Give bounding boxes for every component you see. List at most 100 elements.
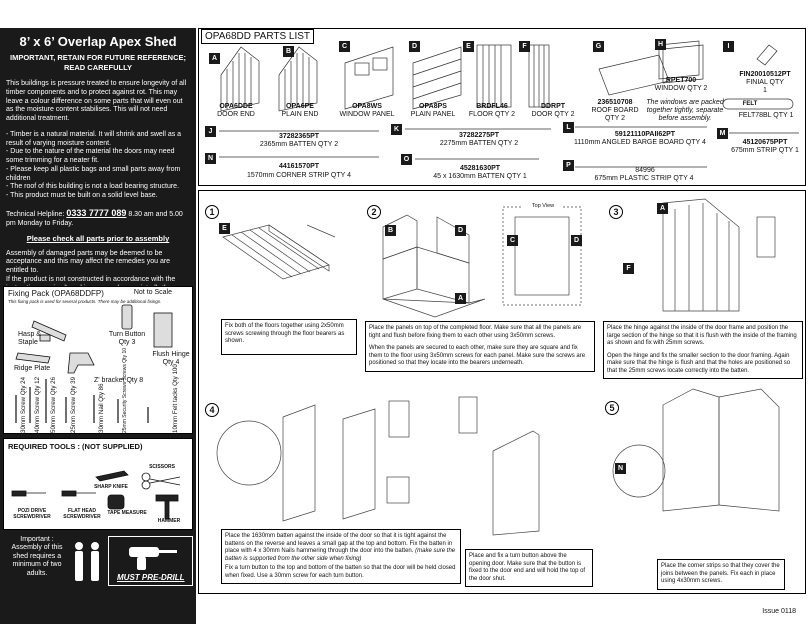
step-number-2: 2 [367, 205, 381, 219]
screw-label: 30mm Screw Qty 24 [20, 376, 27, 433]
intro-text: This buildings is pressure treated to en… [6, 80, 187, 122]
topview-tag-d: D [571, 235, 582, 246]
tag-n: N [205, 153, 216, 164]
two-adults-icon [75, 542, 99, 581]
floor-assembly-drawing [222, 224, 336, 280]
tag-g: G [593, 41, 604, 52]
part-name: ROOF BOARD QTY 2 [591, 107, 639, 123]
fixing-pack: Fixing Pack (OPA68DDFP) Not to Scale Thi… [3, 286, 193, 434]
part-code: OPA8PS [419, 103, 447, 110]
note-item: - Due to the nature of the material the … [6, 148, 175, 164]
sharp-knife-label: SHARP KNIFE [94, 484, 128, 490]
step4-turn-button-instructions: Place and fix a turn button above the op… [465, 549, 593, 587]
tag-a: A [209, 53, 220, 64]
parts-list-title: OPA68DD PARTS LIST [201, 29, 315, 44]
step-number-5: 5 [605, 401, 619, 415]
turn-button-icon [121, 304, 133, 330]
retain-notice: IMPORTANT, RETAIN FOR FUTURE REFERENCE; … [10, 53, 186, 72]
finial-drawing [756, 44, 778, 66]
hammer-label: HAMMER [157, 518, 181, 524]
tag-i: I [723, 41, 734, 52]
tools-illustration [11, 470, 181, 520]
step2-text: When the panels are secured to each othe… [369, 345, 586, 366]
flat-head-label: FLAT HEAD SCREWDRIVER [63, 508, 101, 520]
part-name: WINDOW PANEL [339, 111, 395, 118]
step4-text-note: (make sure the batten is supported from … [225, 548, 456, 562]
step3-text: Open the hinge and fix the smaller secti… [607, 352, 791, 374]
top-view-label: Top View [523, 203, 563, 210]
step3-tag-f: F [623, 263, 634, 274]
tag-k: K [391, 124, 402, 135]
tape-measure-label: TAPE MEASURE [107, 510, 147, 516]
step4-instructions: Place the 1630mm batten against the insi… [221, 529, 461, 584]
tag-o: O [401, 154, 412, 165]
fixings-illustration [15, 304, 173, 423]
part-name: 45 x 1630mm BATTEN QTY 1 [433, 173, 527, 180]
helpline-hours: 8.30 am and 5.00 pm Monday to Friday. [6, 210, 183, 227]
staple-icon [39, 334, 51, 342]
helpline-number[interactable]: 0333 7777 089 [66, 207, 127, 218]
hasp-icon [31, 320, 67, 342]
z-bracket-label: Z' bracket Qty 8 [94, 377, 144, 384]
note-item: - The roof of this building is not a loa… [6, 183, 180, 191]
part-name: WINDOW QTY 2 [654, 85, 708, 92]
window-panel-drawing [344, 46, 394, 110]
step2-instructions: Place the panels on top of the completed… [365, 321, 595, 372]
part-code: BRDFL46 [476, 103, 508, 110]
tag-d: D [409, 41, 420, 52]
knife-icon [95, 470, 129, 482]
part-code: 44161570PT [278, 163, 320, 170]
damage-text: Assembly of damaged parts may be deemed … [6, 249, 171, 275]
part-code: 37282275PT [458, 132, 500, 139]
tag-m: M [717, 128, 728, 139]
step1-instructions: Fix both of the floors together using 2x… [221, 319, 357, 355]
step4-text-main: Place the 1630mm batten against the insi… [225, 533, 453, 554]
tag-l: L [563, 122, 574, 133]
tag-c: C [339, 41, 350, 52]
door-batten-drawing [216, 400, 410, 522]
tag-p: P [563, 160, 574, 171]
step2-tag-b: B [385, 225, 396, 236]
step3-tag-a: A [657, 203, 668, 214]
parts-list: OPA68DD PARTS LIST A OPA6DDE DOOR END B … [198, 28, 806, 186]
hasp-label: Hasp & Staple [18, 331, 41, 346]
screw-label: 30mm Nail Qty 86 [98, 383, 105, 433]
step5-instructions: Place the corner strips so that they cov… [657, 559, 785, 590]
part-name: FINIAL QTY 1 [746, 79, 784, 95]
window-note: The windows are packed together tightly,… [646, 99, 724, 123]
step-number-1: 1 [205, 205, 219, 219]
hammer-icon [155, 494, 179, 520]
step2-text: Place the panels on top of the completed… [369, 325, 582, 339]
tape-measure-icon [107, 494, 125, 510]
step4-turn-button-text: Place and fix a turn button above the op… [469, 553, 586, 582]
scissors-icon [141, 472, 181, 490]
part-code: FIN20010512PT [739, 71, 791, 78]
turn-button-drawing [458, 396, 540, 536]
note-item: - Please keep all plastic bags and small… [6, 165, 181, 182]
part-name: 2365mm BATTEN QTY 2 [259, 141, 339, 148]
part-code: 45120675PPT [742, 139, 788, 146]
part-name: FLOOR QTY 2 [468, 111, 516, 118]
part-code: RPET700 [665, 77, 697, 84]
scale-note: Not to Scale [133, 289, 172, 296]
felt-roll-drawing [722, 98, 794, 110]
ridge-plate-label: Ridge Plate [14, 365, 51, 372]
tag-e: E [463, 41, 474, 52]
corner-strip-drawing [612, 388, 780, 512]
z-bracket-icon [67, 352, 95, 374]
screwdriver-icon [11, 490, 46, 497]
part-name: PLAIN PANEL [410, 111, 456, 118]
step1-text: Fix both of the floors together using 2x… [225, 323, 345, 344]
part-name: DOOR QTY 2 [531, 111, 575, 118]
steps-illustration [216, 198, 780, 536]
part-name: 675mm STRIP QTY 1 [731, 147, 799, 154]
flush-hinge-label: Flush Hinge Qty 4 [152, 351, 190, 366]
screw-label: 40mm Screw Qty 12 [34, 376, 41, 433]
ridge-plate-icon [15, 352, 51, 364]
step3-instructions: Place the hinge against the inside of th… [603, 321, 803, 379]
step-number-3: 3 [609, 205, 623, 219]
screw-label: 25mm Screw Qty 39 [70, 376, 77, 433]
floor-drawing [476, 44, 512, 108]
tools-title: REQUIRED TOOLS : (NOT SUPPLIED) [8, 442, 143, 451]
door-drawing [528, 44, 550, 108]
